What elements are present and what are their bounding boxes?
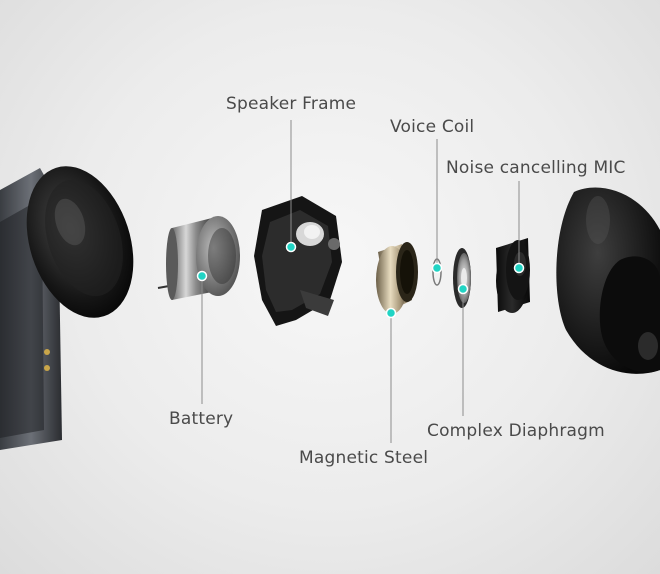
label-speaker-frame: Speaker Frame [226, 94, 357, 114]
earbud-left-body [0, 166, 134, 450]
speaker-frame-part [254, 196, 342, 326]
label-noise-mic: Noise cancelling MIC [446, 158, 626, 178]
noise-mic-part [496, 238, 530, 313]
marker-complex-diaphragm [457, 283, 469, 295]
complex-diaphragm-part [453, 248, 471, 308]
label-voice-coil: Voice Coil [390, 117, 475, 137]
label-battery: Battery [169, 409, 234, 429]
label-complex-diaphragm: Complex Diaphragm [427, 421, 605, 441]
marker-voice-coil [431, 262, 443, 274]
marker-battery [196, 270, 208, 282]
label-magnetic-steel: Magnetic Steel [299, 448, 429, 468]
marker-speaker-frame [285, 241, 297, 253]
marker-magnetic-steel [385, 307, 397, 319]
ear-tip-right [556, 187, 660, 374]
magnetic-steel-part [376, 242, 418, 314]
marker-noise-mic [513, 262, 525, 274]
battery-part [157, 216, 240, 300]
